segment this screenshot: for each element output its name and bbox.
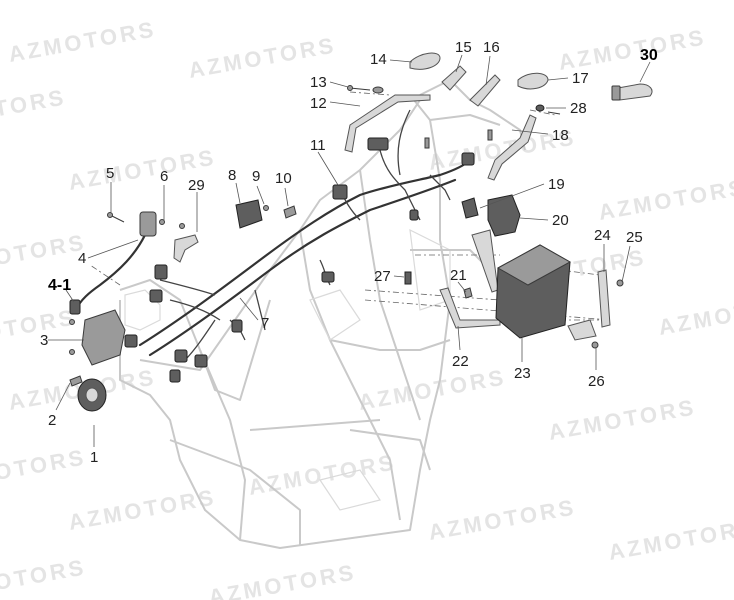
callout-3: 3 <box>40 332 48 349</box>
callout-8: 8 <box>228 167 236 184</box>
handle-part <box>344 94 431 153</box>
watermark-layer: AZMOTORS AZMOTORS AZMOTORS AZMOTORS AZMO… <box>0 16 734 600</box>
watermark: AZMOTORS <box>657 289 734 340</box>
watermark: AZMOTORS <box>547 394 699 445</box>
watermark: AZMOTORS <box>557 24 709 75</box>
callout-6: 6 <box>160 168 168 185</box>
watermark: AZMOTORS <box>0 229 88 280</box>
callout-2: 2 <box>48 412 56 429</box>
callout-17: 17 <box>572 70 589 87</box>
callout-28: 28 <box>570 100 587 117</box>
callout-12: 12 <box>310 95 327 112</box>
callout-7: 7 <box>261 315 269 332</box>
callout-21: 21 <box>450 267 467 284</box>
callout-25: 25 <box>626 229 643 246</box>
indicator-lamp-part <box>409 52 441 70</box>
relay-part <box>235 199 263 229</box>
callout-10: 10 <box>275 170 292 187</box>
callout-29: 29 <box>188 177 205 194</box>
callout-16: 16 <box>483 39 500 56</box>
callout-20: 20 <box>552 212 569 229</box>
callout-30: 30 <box>640 47 658 64</box>
watermark: AZMOTORS <box>607 514 734 565</box>
watermark: AZMOTORS <box>7 16 159 67</box>
callout-23: 23 <box>514 365 531 382</box>
motorcycle-frame <box>119 79 526 549</box>
callout-18: 18 <box>552 127 569 144</box>
watermark: AZMOTORS <box>427 494 579 545</box>
callout-26: 26 <box>588 373 605 390</box>
callout-9: 9 <box>252 168 260 185</box>
watermark: AZMOTORS <box>597 174 734 225</box>
callout-22: 22 <box>452 353 469 370</box>
callout-13: 13 <box>310 74 327 91</box>
callout-15: 15 <box>455 39 472 56</box>
callout-19: 19 <box>548 176 565 193</box>
callout-24: 24 <box>594 227 611 244</box>
callout-5: 5 <box>106 165 114 182</box>
watermark: AZMOTORS <box>0 554 88 600</box>
watermark: AZMOTORS <box>0 84 68 135</box>
callout-4: 4 <box>78 250 86 267</box>
watermark: AZMOTORS <box>207 559 359 600</box>
parts <box>69 52 653 412</box>
callout-11: 11 <box>310 137 326 154</box>
fuse-box-part <box>487 194 521 237</box>
callout-labels: 1 2 3 4 4-1 5 6 7 8 9 10 11 12 13 14 15 … <box>40 39 658 466</box>
watermark: AZMOTORS <box>0 444 88 495</box>
cdi-box-part <box>81 309 126 366</box>
callout-4-1: 4-1 <box>48 277 71 294</box>
callout-27: 27 <box>374 268 391 285</box>
callout-1: 1 <box>90 449 98 466</box>
harness-connectors <box>124 137 475 383</box>
bulb-part <box>617 83 653 101</box>
leader-lines <box>48 54 651 447</box>
callout-14: 14 <box>370 51 387 68</box>
